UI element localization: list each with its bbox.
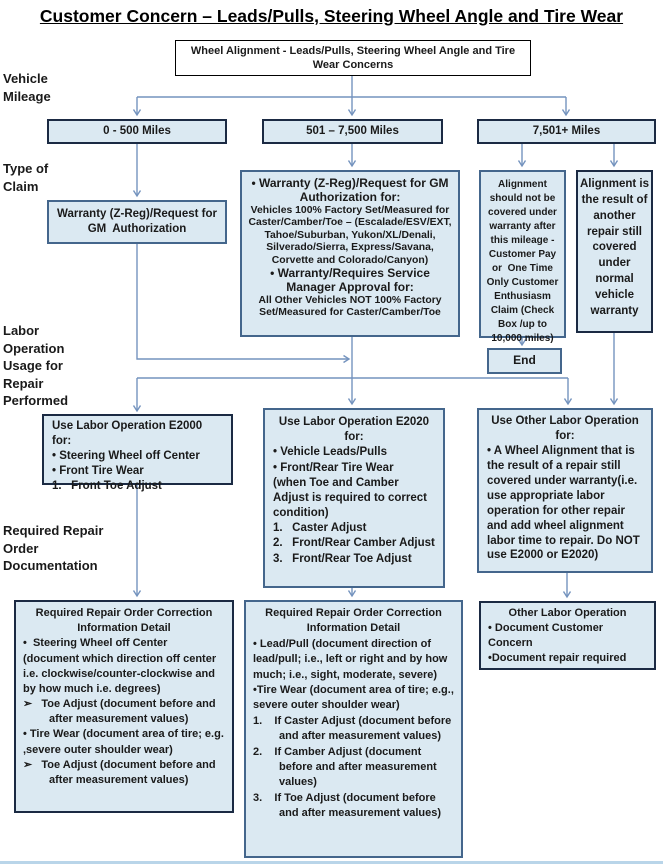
list-item: • A Wheel Alignment that is the result o… — [487, 444, 643, 562]
list-item: 1. If Caster Adjust (document before and… — [253, 714, 455, 743]
node-end: End — [487, 348, 562, 374]
connector-line — [136, 244, 351, 364]
label-labor-operation: Labor Operation Usage for Repair Perform… — [3, 323, 69, 409]
node-mileage-0-500: 0 - 500 Miles — [47, 119, 227, 144]
node-doc-e2020-detail: Required Repair Order Correction Informa… — [244, 600, 463, 858]
list-item: • Steering Wheel off Center (document wh… — [23, 637, 220, 695]
node-heading: Use Labor Operation E2020 for: — [278, 416, 433, 444]
label-type-of-claim: Type of Claim — [3, 161, 49, 194]
node-heading: Required Repair Order Correction Informa… — [265, 607, 445, 635]
node-labor-e2000: Use Labor Operation E2000 for: • Steerin… — [42, 414, 233, 492]
page-title: Customer Concern – Leads/Pulls, Steering… — [39, 6, 624, 26]
node-mileage-501-7500: 501 – 7,500 Miles — [262, 119, 443, 144]
node-wheel-alignment-concerns: Wheel Alignment - Leads/Pulls, Steering … — [175, 40, 531, 76]
node-heading: Other Labor Operation — [508, 607, 627, 619]
node-heading: Required Repair Order Correction Informa… — [35, 607, 216, 635]
list-item: 3. If Toe Adjust (document before and af… — [253, 791, 442, 820]
bullet-line: • Warranty/Requires Service Manager Appr… — [270, 266, 434, 294]
list-item: • Steering Wheel off Center — [52, 449, 200, 462]
list-item: • Tire Wear (document area of tire; e.g.… — [23, 728, 227, 756]
detail-line: Vehicles 100% Factory Set/Measured for C… — [248, 204, 455, 266]
list-item: • Vehicle Leads/Pulls — [273, 446, 387, 459]
list-item: •Tire Wear (document area of tire; e.g.,… — [253, 683, 457, 712]
node-text: Wheel Alignment - Leads/Pulls, Steering … — [190, 44, 519, 71]
bullet-line: • Warranty (Z-Reg)/Request for GM Author… — [251, 176, 452, 204]
label-vehicle-mileage: Vehicle Mileage — [3, 71, 51, 104]
node-text: Warranty (Z-Reg)/Request for GM Authoriz… — [57, 208, 221, 235]
list-item: 2. Front/Rear Camber Adjust — [273, 537, 435, 550]
bottom-rule — [0, 861, 663, 864]
list-item: ➢ Toe Adjust (document before and after … — [23, 698, 219, 726]
node-doc-e2000-detail: Required Repair Order Correction Informa… — [14, 600, 234, 813]
node-text: 7,501+ Miles — [532, 125, 601, 138]
node-labor-e2020: Use Labor Operation E2020 for: • Vehicle… — [263, 408, 445, 588]
node-doc-other-detail: Other Labor Operation • Document Custome… — [479, 601, 656, 670]
list-item: 3. Front/Rear Toe Adjust — [273, 552, 412, 565]
list-item: ➢ Toe Adjust (document before and after … — [23, 758, 219, 786]
list-item: 2. If Camber Adjust (document before and… — [253, 745, 440, 789]
node-text: Alignment should not be covered under wa… — [486, 179, 562, 344]
list-item: 1. Front Toe Adjust — [52, 479, 162, 492]
node-text: 0 - 500 Miles — [103, 125, 171, 138]
node-heading: Use Other Labor Operation for: — [491, 415, 642, 442]
list-item: • Front Tire Wear — [52, 464, 144, 477]
node-claim-warranty-details: • Warranty (Z-Reg)/Request for GM Author… — [240, 170, 460, 337]
label-required-documentation: Required Repair Order Documentation — [3, 523, 104, 574]
node-labor-other: Use Other Labor Operation for: • A Wheel… — [477, 408, 653, 573]
list-item: (when Toe and Camber Adjust is required … — [273, 476, 431, 520]
node-claim-not-covered: Alignment should not be covered under wa… — [479, 170, 566, 344]
list-item: • Front/Rear Tire Wear — [273, 461, 394, 474]
node-claim-warranty-zreg: Warranty (Z-Reg)/Request for GM Authoriz… — [47, 200, 227, 244]
node-text: End — [513, 353, 536, 368]
detail-line: All Other Vehicles NOT 100% Factory Set/… — [258, 294, 445, 319]
node-heading: Use Labor Operation E2000 for: — [52, 420, 206, 447]
node-mileage-7501-plus: 7,501+ Miles — [477, 119, 656, 144]
node-text: Alignment is the result of another repai… — [580, 178, 653, 317]
list-item: • Lead/Pull (document direction of lead/… — [253, 637, 451, 681]
list-item: • Document Customer Concern — [488, 621, 607, 649]
node-text: 501 – 7,500 Miles — [306, 125, 399, 138]
node-claim-other-repair: Alignment is the result of another repai… — [576, 170, 653, 333]
list-item: 1. Caster Adjust — [273, 522, 367, 535]
list-item: •Document repair required — [488, 651, 627, 664]
